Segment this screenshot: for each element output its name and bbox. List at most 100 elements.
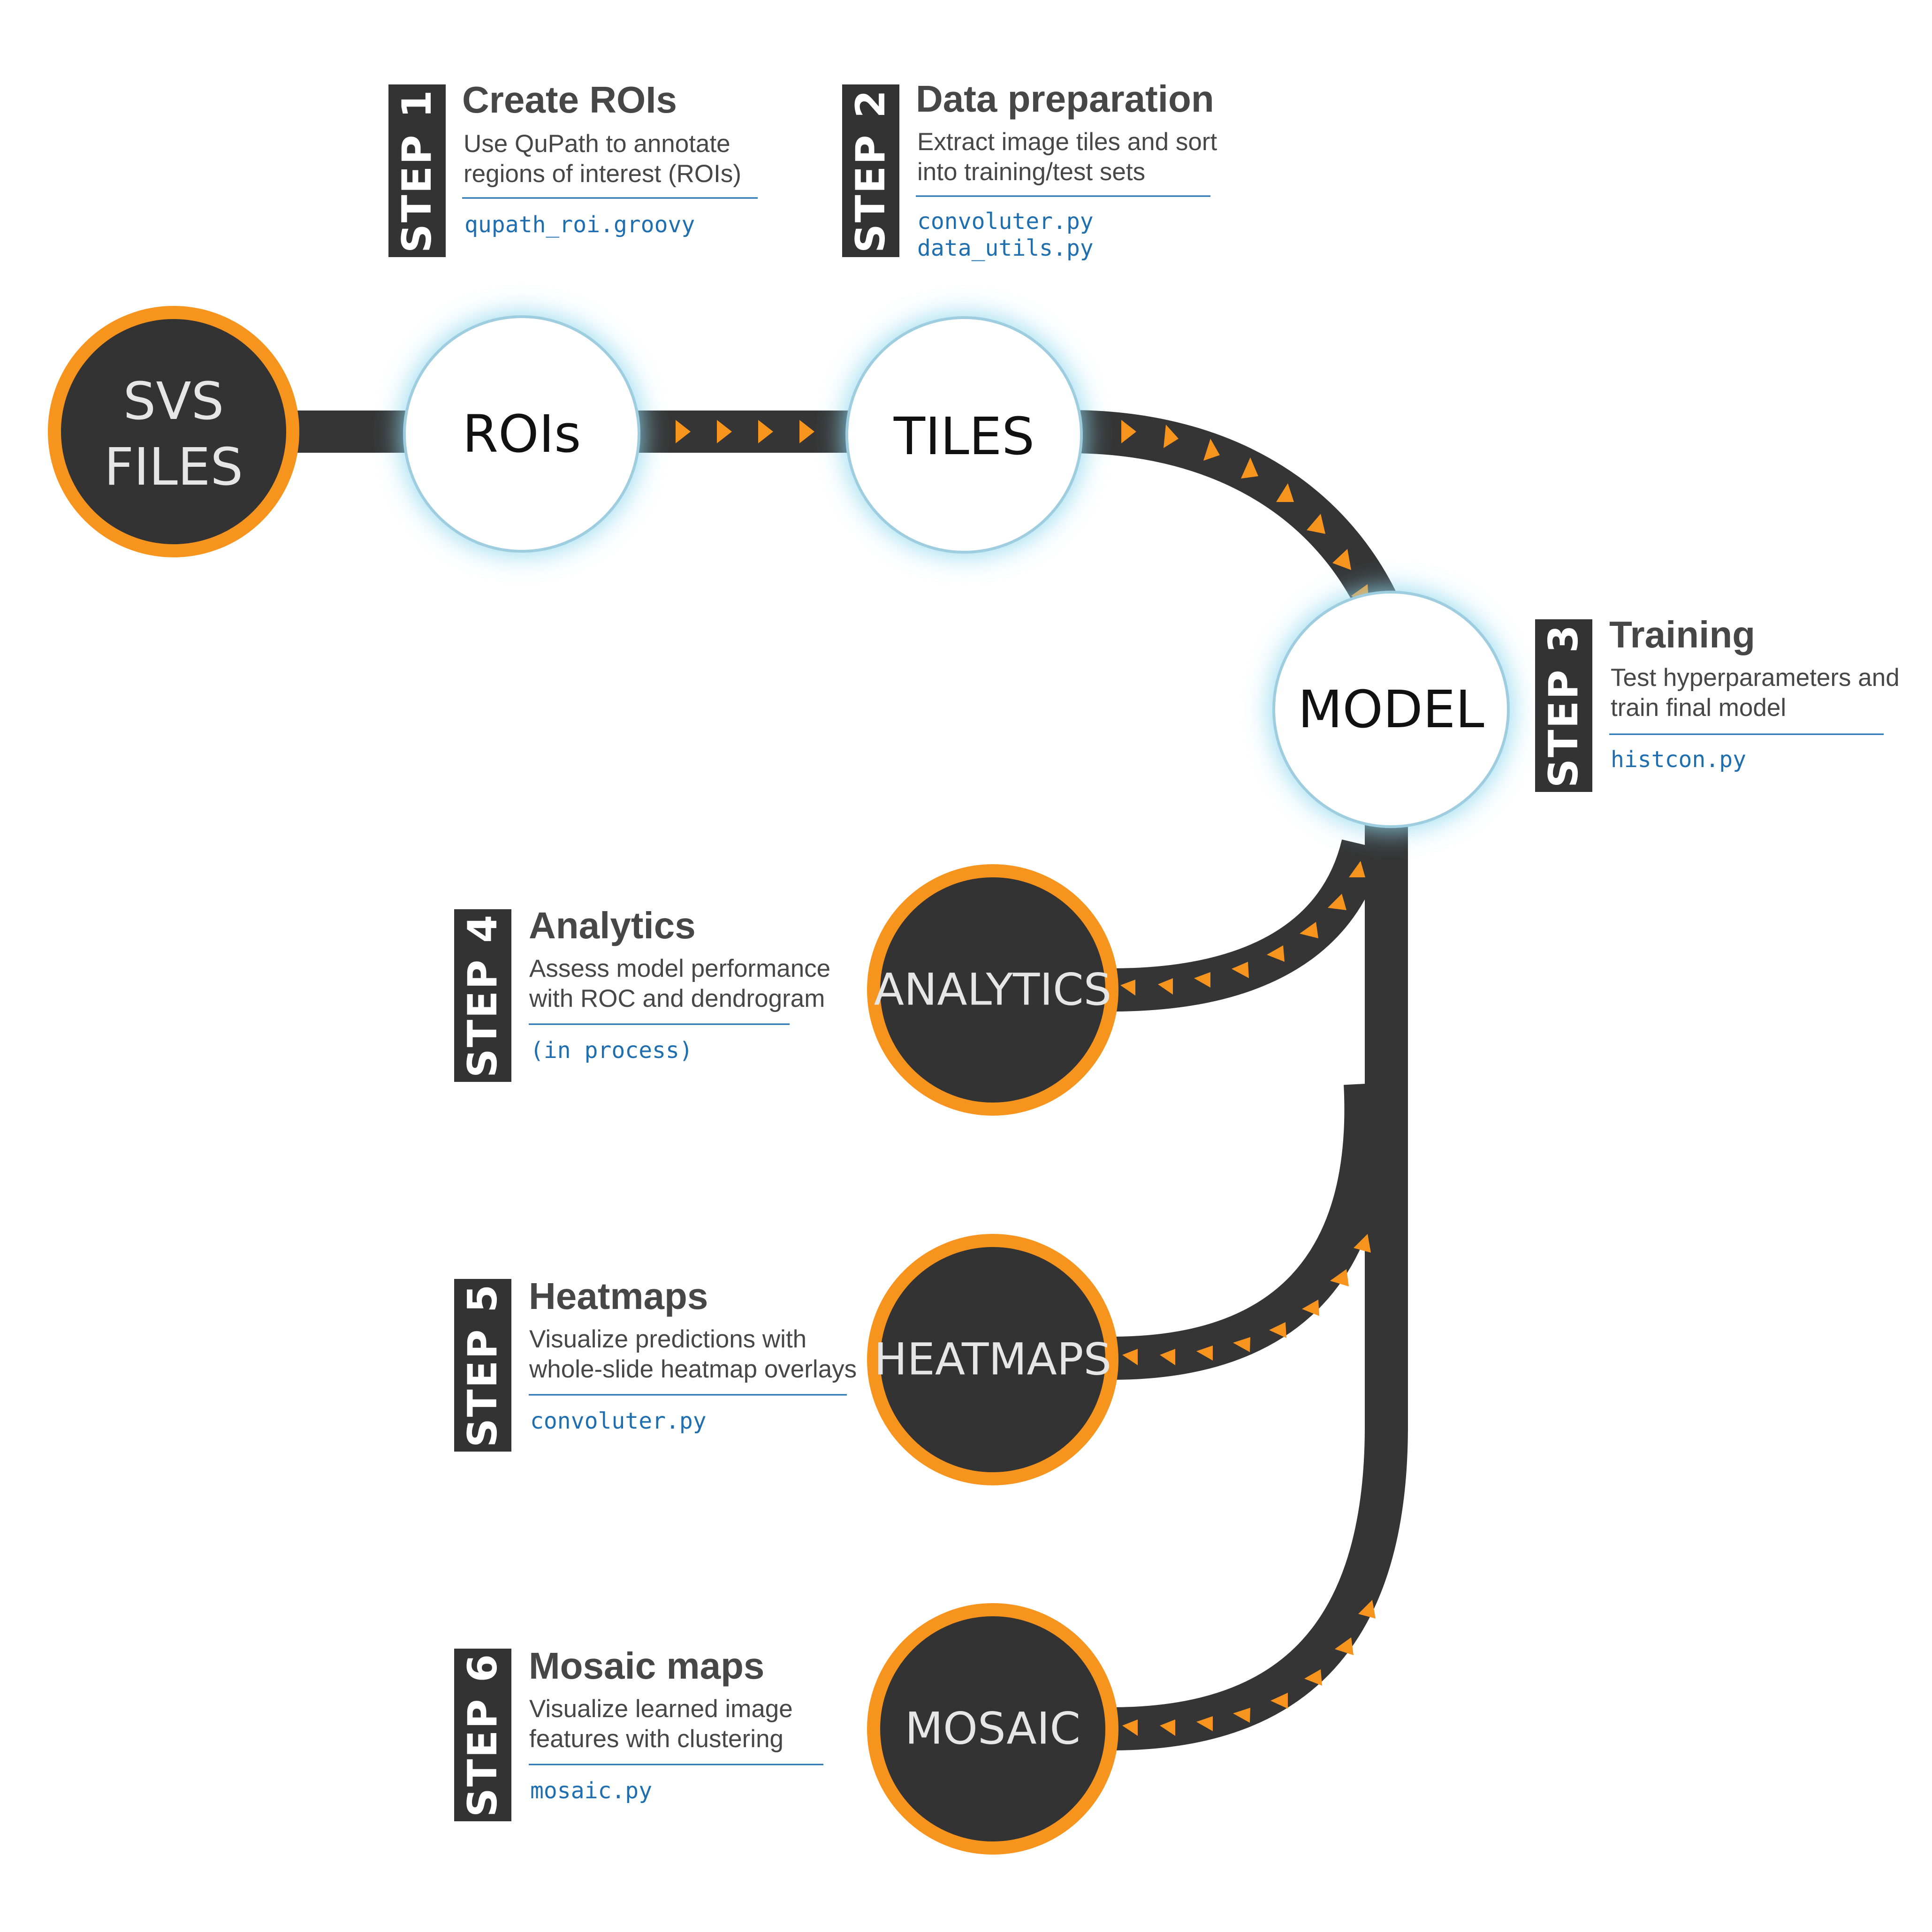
- step-3-title: Training: [1609, 614, 1755, 655]
- analytics-label: ANALYTICS: [874, 965, 1112, 1016]
- arrow-tiles-model: [1121, 420, 1136, 443]
- step-1-title: Create ROIs: [462, 79, 677, 121]
- step-3-badge-text: STEP 3: [1540, 624, 1587, 788]
- rois-node-circle: [403, 315, 640, 553]
- model-label: MODEL: [1298, 679, 1484, 739]
- step-2-title: Data preparation: [916, 78, 1214, 120]
- step-2-badge: [842, 84, 899, 257]
- arrow-to-mosaic: [1304, 1669, 1322, 1686]
- step-5-annotation: STEP 5 Heatmaps Visualize predictions wi…: [454, 1275, 857, 1452]
- rois-label: ROIs: [463, 404, 581, 464]
- arrow-to-heatmaps: [1233, 1337, 1250, 1352]
- step-6-code-1: mosaic.py: [530, 1778, 652, 1804]
- arrow-to-analytics: [1328, 894, 1346, 910]
- arrow-to-mosaic: [1196, 1716, 1213, 1731]
- step-6-badge: [454, 1649, 511, 1821]
- arrow-tiles-model: [1332, 549, 1351, 570]
- svs-label-line-1: SVS: [123, 371, 224, 431]
- track-layer: [281, 410, 1409, 1750]
- arrow-to-heatmaps: [1330, 1269, 1349, 1286]
- node-rois: ROIs: [401, 313, 643, 555]
- track-trunk-heatmaps: [1111, 1082, 1388, 1380]
- arrow-to-analytics: [1300, 922, 1318, 938]
- step-2-annotation: STEP 2 Data preparation Extract image ti…: [842, 78, 1217, 261]
- arrow-rois-tiles: [799, 420, 814, 443]
- arrow-to-analytics: [1120, 980, 1135, 996]
- step-4-badge: [454, 909, 511, 1082]
- arrow-tiles-model: [1164, 425, 1179, 448]
- step-2-badge-text: STEP 2: [847, 89, 894, 253]
- arrow-to-heatmaps: [1269, 1322, 1286, 1338]
- node-model: MODEL: [1270, 588, 1512, 830]
- tiles-label: TILES: [893, 406, 1034, 466]
- step-3-badge: [1535, 619, 1592, 792]
- step-5-desc-line-2: whole-slide heatmap overlays: [529, 1355, 857, 1383]
- step-6-title: Mosaic maps: [529, 1645, 764, 1687]
- step-5-badge: [454, 1279, 511, 1452]
- arrow-rois-tiles: [717, 420, 732, 443]
- step-3-desc-line-2: train final model: [1611, 694, 1786, 722]
- node-mosaic: MOSAIC: [867, 1603, 1118, 1855]
- step-1-desc-line-2: regions of interest (ROIs): [464, 160, 741, 188]
- arrow-to-analytics: [1267, 945, 1285, 962]
- arrow-to-analytics: [1232, 962, 1249, 978]
- step-6-annotation: STEP 6 Mosaic maps Visualize learned ima…: [454, 1645, 823, 1821]
- step-4-desc-line-2: with ROC and dendrogram: [529, 985, 825, 1012]
- node-svs-files: SVS FILES: [48, 306, 299, 557]
- arrow-to-mosaic: [1270, 1693, 1288, 1709]
- arrow-tiles-model: [1241, 457, 1258, 479]
- arrow-to-heatmaps: [1354, 1234, 1371, 1253]
- arrow-to-mosaic: [1335, 1637, 1354, 1655]
- arrow-tiles-model: [1276, 483, 1294, 502]
- arrow-to-analytics: [1349, 861, 1365, 877]
- step-1-desc-line-1: Use QuPath to annotate: [464, 130, 730, 158]
- step-1-annotation: STEP 1 Create ROIs Use QuPath to annotat…: [388, 79, 758, 257]
- node-analytics: ANALYTICS: [867, 864, 1118, 1116]
- arrow-to-analytics: [1194, 972, 1210, 988]
- step-2-code-2: data_utils.py: [917, 235, 1094, 261]
- svs-label-line-2: FILES: [104, 437, 243, 497]
- step-3-code-1: histcon.py: [1611, 746, 1746, 773]
- arrow-rois-tiles: [758, 420, 773, 443]
- step-4-annotation: STEP 4 Analytics Assess model performanc…: [454, 905, 830, 1082]
- arrow-to-heatmaps: [1196, 1346, 1213, 1361]
- arrow-to-mosaic: [1160, 1719, 1175, 1736]
- arrow-to-mosaic: [1233, 1708, 1250, 1723]
- step-5-badge-text: STEP 5: [459, 1283, 506, 1447]
- step-2-code-1: convoluter.py: [917, 208, 1094, 235]
- step-4-code-1: (in process): [530, 1037, 693, 1064]
- arrow-to-heatmaps: [1160, 1349, 1175, 1365]
- analytics-node-circle: [867, 864, 1118, 1116]
- node-heatmaps: HEATMAPS: [867, 1234, 1118, 1485]
- step-5-title: Heatmaps: [529, 1275, 708, 1317]
- step-6-desc-line-1: Visualize learned image: [529, 1695, 793, 1723]
- step-6-badge-text: STEP 6: [459, 1653, 506, 1817]
- step-4-desc-line-1: Assess model performance: [529, 955, 830, 982]
- step-5-code-1: convoluter.py: [530, 1408, 707, 1434]
- heatmaps-node-circle: [867, 1234, 1118, 1485]
- step-1-badge: [388, 84, 446, 257]
- step-6-desc-line-2: features with clustering: [529, 1725, 783, 1753]
- step-1-badge-text: STEP 1: [394, 89, 441, 253]
- tiles-node-circle: [845, 316, 1083, 554]
- arrow-to-heatmaps: [1122, 1349, 1138, 1365]
- step-3-annotation: STEP 3 Training Test hyperparameters and…: [1535, 614, 1900, 792]
- track-trunk-mosaic: [1111, 1426, 1408, 1750]
- step-2-desc-line-1: Extract image tiles and sort: [917, 128, 1217, 156]
- mosaic-node-circle: [867, 1603, 1118, 1855]
- arrow-rois-tiles: [676, 420, 691, 443]
- arrow-tiles-model: [1203, 439, 1220, 461]
- step-3-desc-line-1: Test hyperparameters and: [1611, 664, 1900, 692]
- svs-node-circle: [48, 306, 299, 557]
- arrow-to-mosaic: [1358, 1600, 1376, 1619]
- step-5-desc-line-1: Visualize predictions with: [529, 1325, 806, 1353]
- model-node-circle: [1272, 591, 1510, 828]
- track-rois-tiles: [629, 411, 863, 453]
- arrow-to-heatmaps: [1302, 1300, 1319, 1316]
- track-tiles-model: [1069, 410, 1409, 637]
- step-4-badge-text: STEP 4: [459, 913, 506, 1078]
- heatmaps-label: HEATMAPS: [874, 1334, 1111, 1385]
- node-tiles: TILES: [843, 314, 1085, 556]
- arrow-to-analytics: [1158, 978, 1173, 995]
